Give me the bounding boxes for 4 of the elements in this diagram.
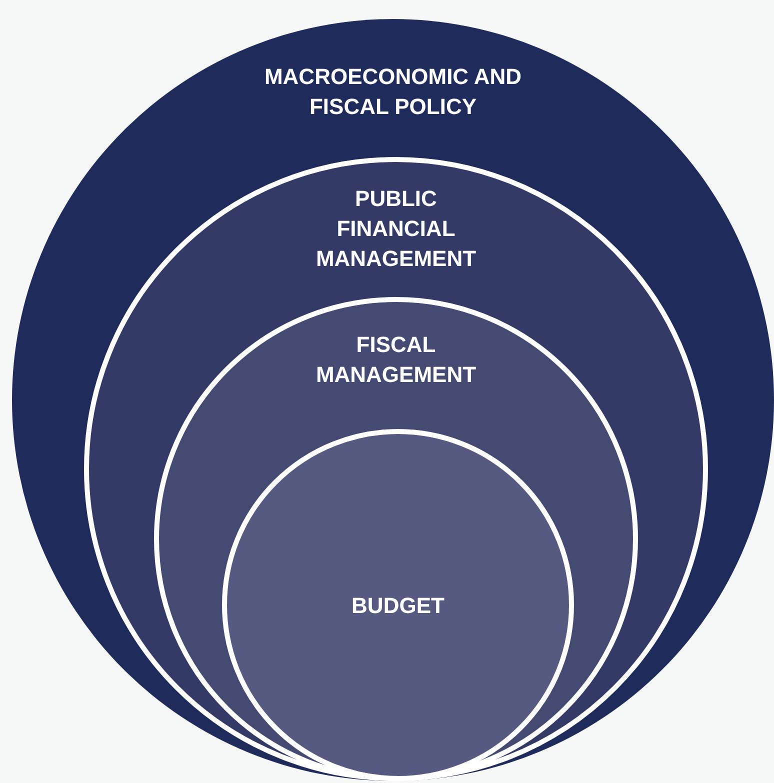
layer-label: BUDGET <box>350 592 446 620</box>
layer-label: MACROECONOMIC AND FISCAL POLICY <box>263 63 523 121</box>
layer-label: FISCAL MANAGEMENT <box>314 331 478 389</box>
layer-label: PUBLIC FINANCIAL MANAGEMENT <box>314 185 478 273</box>
